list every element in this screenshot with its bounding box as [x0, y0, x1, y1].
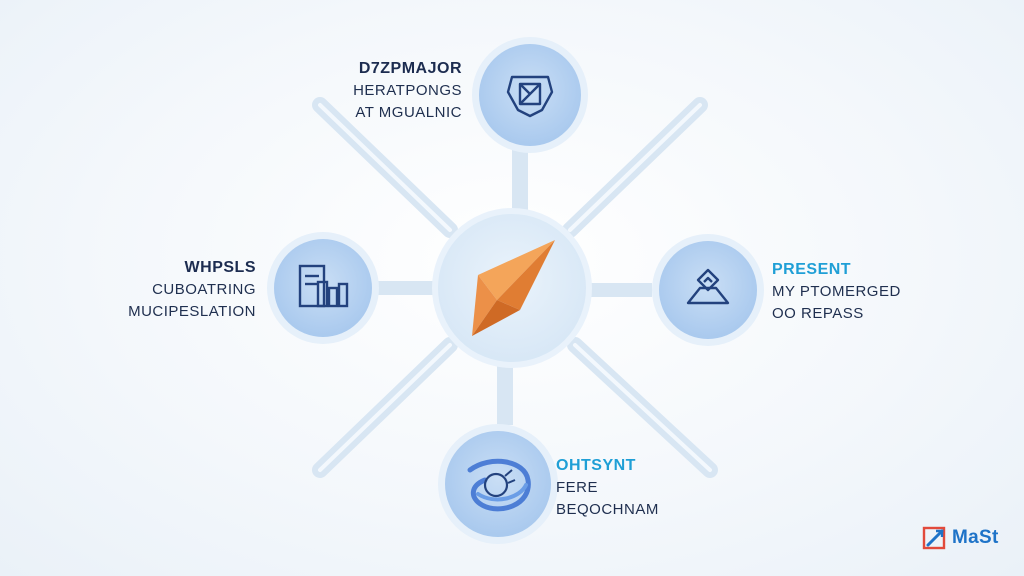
node-bottom-line-1: FERE: [556, 479, 599, 496]
node-bottom-line-2: BEQOCHNAM: [556, 501, 659, 518]
node-right-label: PRESENT MY PTOMERGED OO REPASS: [772, 259, 942, 325]
hub-node: [432, 208, 592, 368]
node-top-title: D7ZPMAJOR: [358, 60, 462, 77]
node-right-line-1: MY PTOMERGED: [772, 283, 901, 300]
node-top-label: D7ZPMAJOR HERATPONGS AT MGUALNIC: [300, 58, 462, 124]
shield-map-icon: [506, 75, 554, 118]
node-left-line-2: MUCIPESLATION: [128, 303, 256, 320]
node-left-line-1: CUBOATRING: [152, 281, 256, 298]
node-left-label: WHPSLS CUBOATRING MUCIPESLATION: [100, 257, 256, 323]
node-bottom-title: OHTSYNT: [556, 457, 636, 474]
node-top: [472, 37, 588, 153]
node-top-line-2: AT MGUALNIC: [355, 104, 462, 121]
brand-name: MaSt: [952, 527, 999, 548]
globe-swirl-icon: [467, 458, 531, 512]
node-top-line-1: HERATPONGS: [353, 82, 462, 99]
node-left-title: WHPSLS: [184, 259, 256, 276]
spoke-highlight: [318, 343, 452, 472]
spoke-highlight: [573, 343, 712, 472]
document-chart-icon: [298, 264, 349, 308]
box-sparkle-icon: [686, 268, 730, 305]
brand-logo-icon: [922, 526, 946, 550]
node-right-line-2: OO REPASS: [772, 305, 864, 322]
node-left: [267, 232, 379, 344]
spokes: [312, 97, 718, 478]
node-bottom-label: OHTSYNT FERE BEQOCHNAM: [556, 455, 696, 521]
compass-arrow-icon: [472, 240, 555, 336]
spoke-highlight: [568, 103, 702, 232]
node-right: [652, 234, 764, 346]
brand-logo: MaSt: [922, 523, 999, 553]
node-bottom: [438, 424, 558, 544]
node-right-title: PRESENT: [772, 261, 852, 278]
spoke-highlight: [318, 103, 452, 232]
